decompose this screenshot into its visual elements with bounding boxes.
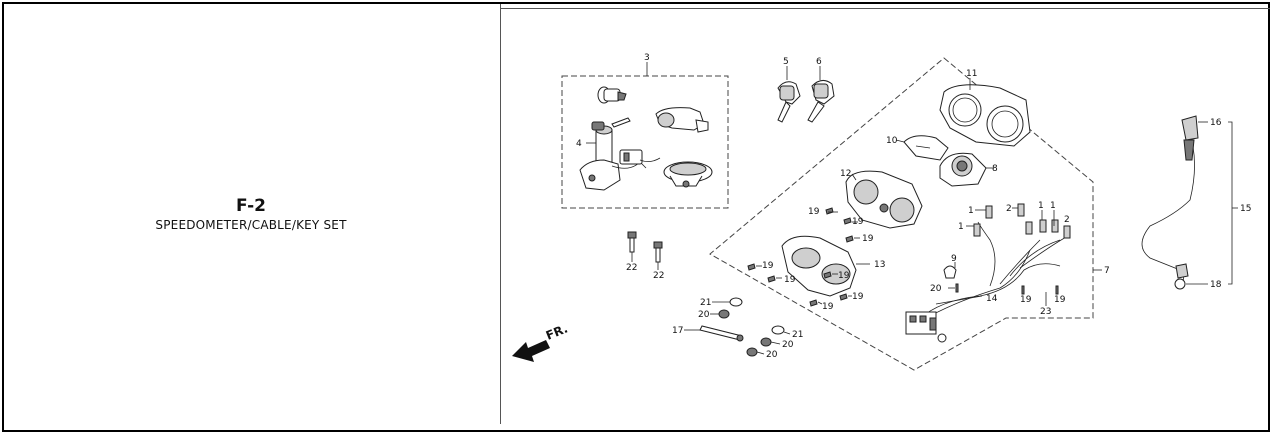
- callout-23: 23: [1040, 307, 1051, 317]
- callout-8: 8: [992, 164, 998, 174]
- callout-3: 3: [644, 53, 650, 63]
- callout-17: 17: [672, 326, 683, 336]
- callout-1-a: 1: [968, 206, 974, 216]
- key-set-group-box: [561, 75, 729, 209]
- section-code: F-2: [236, 196, 266, 216]
- callout-19-f: 19: [838, 271, 850, 281]
- callout-20-a: 20: [930, 284, 942, 294]
- meter-case-part: [845, 170, 923, 229]
- screw-part-19: [747, 207, 1059, 307]
- callout-20-c: 20: [782, 340, 794, 350]
- front-direction-label: FR.: [544, 321, 570, 342]
- stay-bracket-part: [699, 325, 744, 342]
- section-title: SPEEDOMETER/CABLE/KEY SET: [155, 218, 347, 232]
- callout-19-e: 19: [784, 275, 796, 285]
- wire-harness-part: [905, 221, 1069, 343]
- clamp-part: [943, 265, 959, 293]
- callout-21-a: 21: [700, 298, 711, 308]
- callout-4: 4: [576, 139, 582, 149]
- callout-19-b: 19: [852, 217, 864, 227]
- callout-13: 13: [874, 260, 885, 270]
- bulb-sockets: [973, 203, 1071, 239]
- callout-6: 6: [816, 57, 822, 67]
- bolt-part-22: [627, 231, 663, 263]
- key-part-5: [777, 81, 801, 123]
- callout-19-c: 19: [862, 234, 874, 244]
- callout-9: 9: [951, 254, 957, 264]
- key-part-6: [807, 80, 835, 123]
- callout-19-i: 19: [1020, 295, 1032, 305]
- callout-19-h: 19: [822, 302, 834, 312]
- callout-20-d: 20: [766, 350, 778, 360]
- callout-7: 7: [1104, 266, 1110, 276]
- callout-22-a: 22: [626, 263, 637, 273]
- diagram-top-border: [500, 8, 1270, 9]
- front-direction-arrow: [512, 340, 550, 362]
- callout-1-c: 1: [1038, 201, 1044, 211]
- callout-2-a: 2: [1006, 204, 1012, 214]
- callout-20-b: 20: [698, 310, 710, 320]
- speedometer-unit-part: [939, 152, 987, 187]
- speedometer-cable-part: [1141, 115, 1199, 290]
- callout-19-g: 19: [852, 292, 864, 302]
- callout-1-b: 1: [958, 222, 964, 232]
- meter-lens-part: [939, 84, 1031, 147]
- fuel-cap-lock-part: [663, 161, 713, 188]
- meter-panel-part: [903, 135, 949, 161]
- ignition-switch-part: [579, 117, 661, 191]
- meter-group-outline: [709, 57, 1094, 371]
- callout-2-b: 2: [1064, 215, 1070, 225]
- callout-10: 10: [886, 136, 898, 146]
- callout-11: 11: [966, 69, 977, 79]
- callout-19-a: 19: [808, 207, 820, 217]
- callout-18: 18: [1210, 280, 1222, 290]
- callout-15: 15: [1240, 204, 1251, 214]
- callout-12: 12: [840, 169, 851, 179]
- callout-21-b: 21: [792, 330, 803, 340]
- key-cylinder-part: [597, 86, 627, 104]
- callout-22-b: 22: [653, 271, 664, 281]
- callout-1-d: 1: [1050, 201, 1056, 211]
- callout-19-d: 19: [762, 261, 774, 271]
- callout-19-j: 19: [1054, 295, 1066, 305]
- section-heading: F-2 SPEEDOMETER/CABLE/KEY SET: [0, 196, 502, 232]
- callout-16: 16: [1210, 118, 1222, 128]
- panel-divider: [500, 4, 501, 424]
- washer-nut-parts: [718, 297, 785, 357]
- callout-14: 14: [986, 294, 998, 304]
- seat-lock-part: [655, 107, 709, 133]
- callout-5: 5: [783, 57, 789, 67]
- meter-lower-cover-part: [781, 235, 857, 297]
